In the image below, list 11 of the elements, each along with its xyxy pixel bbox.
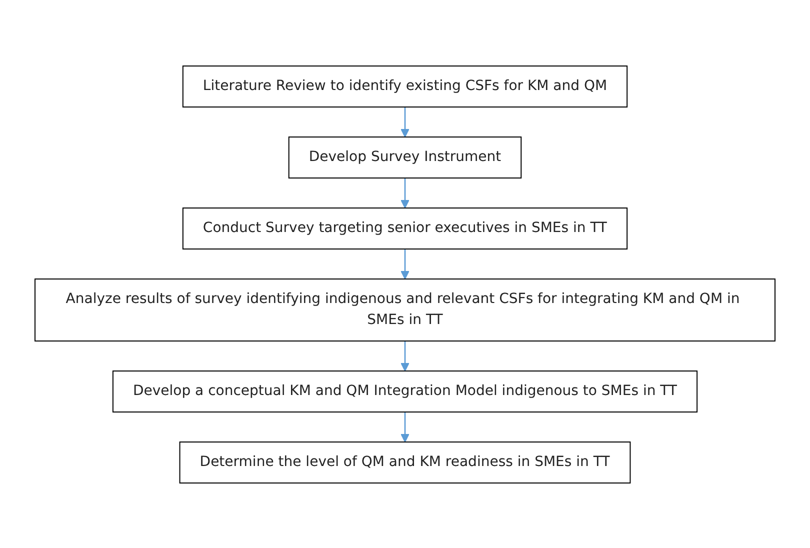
arrow [400,106,410,137]
node-box: Determine the level of QM and KM readiness in SMEs in TT [179,441,631,483]
node-box: Literature Review to identify existing CSFs for KM and QM [182,65,628,107]
node-box: Analyze results of survey identifying indigenous and relevant CSFs for integrating KM and QM in SMEs in TT [34,278,776,341]
arrow [400,248,410,279]
arrow [400,178,410,208]
arrow [400,412,410,442]
node-box: Develop Survey Instrument [288,136,522,178]
node-box: Develop a conceptual KM and QM Integration Model indigenous to SMEs in TT [112,370,698,412]
node-box: Conduct Survey targeting senior executives in SMEs in TT [182,207,628,249]
arrow [400,340,410,371]
